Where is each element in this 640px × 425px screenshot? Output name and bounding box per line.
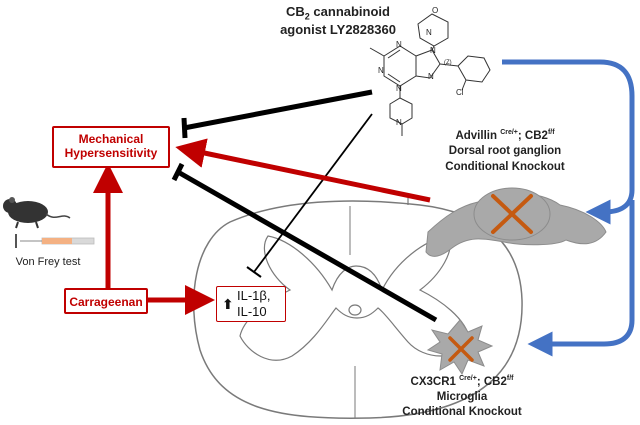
activation-arrows [93, 138, 431, 315]
mechanical-hypersensitivity-box: Mechanical Hypersensitivity [52, 126, 170, 168]
drg-knockout-label: Advillin Cre/+; CB2f/f Dorsal root gangl… [400, 128, 610, 175]
agonist-title: CB2 cannabinoid agonist LY2828360 [268, 4, 408, 38]
microglia-knockout-x-icon [448, 336, 474, 362]
drg-knockout-type: Conditional Knockout [445, 160, 565, 173]
molecule-label-n1: N [426, 28, 432, 37]
microglia-genotype: CX3CR1 Cre/+; CB2f/f [410, 375, 514, 388]
molecule-label-n7: N [430, 46, 436, 55]
carrageenan-box: Carrageenan [64, 288, 148, 314]
mouse-icon [3, 197, 71, 229]
increase-arrow-icon: ⬆ [222, 296, 234, 312]
molecule-label-o: O [432, 6, 439, 15]
agonist-title-line1: CB2 cannabinoid [286, 4, 390, 22]
molecule-label-n6: N [396, 118, 402, 127]
drg-knockout-x-icon [491, 194, 533, 234]
microglia-knockout-label: CX3CR1 Cre/+; CB2f/f Microglia Condition… [372, 374, 552, 420]
molecule-label-stereo: (Z) [444, 60, 452, 66]
drg-shape [425, 187, 607, 257]
drg-genotype: Advillin Cre/+; CB2f/f [455, 129, 555, 142]
cytokine-il1: IL-1β, [237, 288, 271, 303]
von-frey-label: Von Frey test [15, 256, 81, 268]
drg-tissue: Dorsal root ganglion [448, 145, 562, 158]
molecule-structure [369, 13, 491, 136]
molecule-label-n4: N [428, 72, 434, 81]
molecule-label-n3: N [396, 40, 402, 49]
mechanical-line1: Mechanical [78, 132, 144, 146]
blue-arrows [502, 59, 635, 357]
microglia-cell-type: Microglia [436, 390, 488, 403]
cytokine-box: ⬆ IL-1β, IL-10 [216, 286, 286, 322]
von-frey-filament-icon [15, 234, 95, 248]
microglia-knockout-type: Conditional Knockout [402, 405, 522, 418]
agonist-title-line2: agonist LY2828360 [280, 22, 396, 38]
molecule-label-n5: N [396, 84, 402, 93]
mechanical-line2: Hypersensitivity [64, 146, 158, 160]
microglia-shape [426, 319, 494, 376]
molecule-label-n2: N [378, 66, 384, 75]
cytokine-il10: IL-10 [237, 304, 267, 319]
molecule-label-cl: Cl [456, 88, 464, 97]
